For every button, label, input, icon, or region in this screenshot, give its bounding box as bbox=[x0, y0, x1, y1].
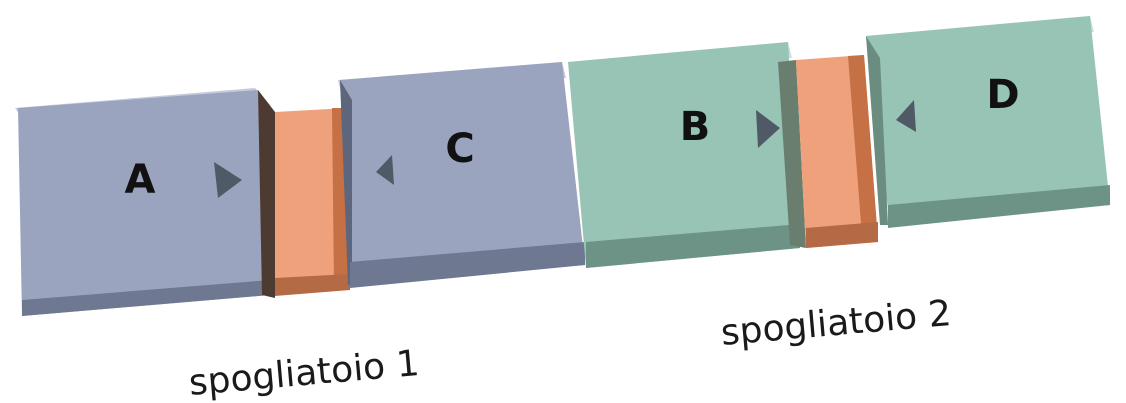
room-d-edge bbox=[866, 36, 888, 225]
door-arrow-c-icon bbox=[376, 155, 394, 185]
zone-label-1: spogliatoio 1 bbox=[187, 343, 421, 403]
room-a-label: A bbox=[125, 157, 156, 203]
corridor-1-bottom bbox=[275, 274, 350, 296]
room-c-label: C bbox=[445, 126, 474, 172]
door-arrow-b-icon bbox=[756, 110, 780, 148]
zone-label-2: spogliatoio 2 bbox=[719, 293, 953, 354]
room-d-label: D bbox=[986, 72, 1019, 118]
room-c-bottom bbox=[350, 242, 585, 288]
corridor-2 bbox=[778, 55, 878, 248]
room-d-bottom bbox=[888, 185, 1110, 228]
room-c: C bbox=[338, 62, 585, 288]
corridor-2-wall bbox=[848, 55, 878, 240]
corridor-1-shadow bbox=[258, 90, 275, 298]
room-a-front bbox=[18, 90, 270, 316]
corridor-2-shadow bbox=[778, 60, 806, 248]
door-arrow-d-icon bbox=[896, 100, 916, 132]
room-b: B bbox=[568, 42, 800, 268]
corridor-1-floor bbox=[275, 108, 350, 295]
room-d-front bbox=[866, 16, 1110, 225]
room-a-bottom bbox=[22, 280, 270, 316]
room-c-front bbox=[340, 62, 585, 285]
corridor-2-bottom bbox=[806, 222, 878, 248]
room-d: D bbox=[866, 16, 1110, 228]
room-b-label: B bbox=[680, 104, 711, 150]
room-c-edge bbox=[340, 80, 352, 285]
door-arrow-a-icon bbox=[214, 162, 242, 198]
corridor-1 bbox=[258, 90, 350, 298]
room-b-bottom bbox=[586, 224, 800, 268]
room-a: A bbox=[15, 88, 270, 316]
room-b-front bbox=[568, 42, 800, 268]
